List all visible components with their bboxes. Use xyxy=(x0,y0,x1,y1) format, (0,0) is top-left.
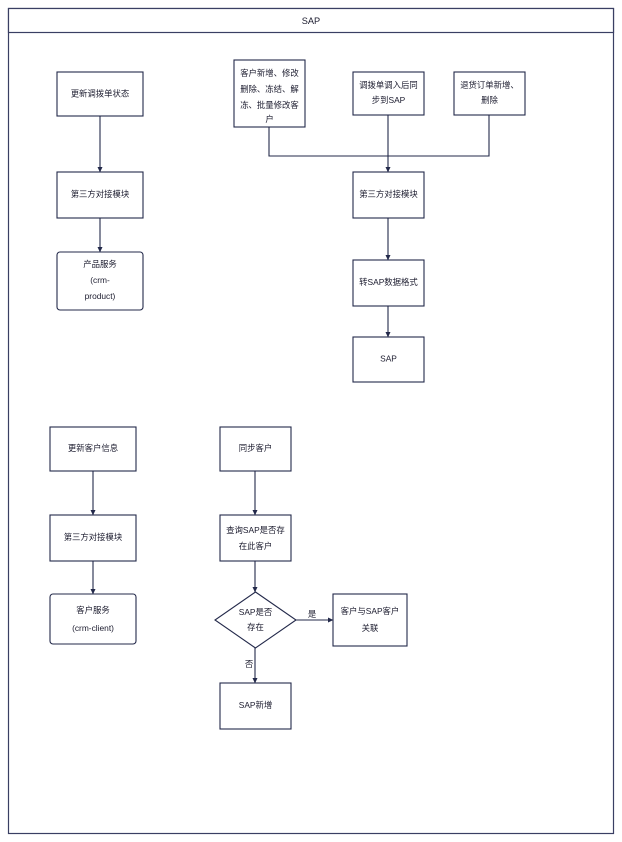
node-label-customer-ops-line3: 冻、批量修改客 xyxy=(240,100,299,110)
node-label-convert-sap-format: 转SAP数据格式 xyxy=(359,277,418,287)
node-sap-create[interactable]: SAP新增 xyxy=(219,682,292,730)
node-label-product-service-line2: (crm- xyxy=(90,275,110,285)
node-label-return-order-line1: 退货订单新增、 xyxy=(460,80,519,90)
node-label-customer-ops-line2: 删除、冻结、解 xyxy=(240,84,299,94)
node-label-sap-system: SAP xyxy=(380,354,397,364)
node-label-sap-create: SAP新增 xyxy=(239,700,273,710)
node-decision-sap-exists[interactable]: SAP是否 存在 xyxy=(214,591,297,649)
node-label-decision-line2: 存在 xyxy=(247,622,264,632)
node-label-return-order-line2: 删除 xyxy=(481,95,498,105)
node-label-customer-ops-line4: 户 xyxy=(265,114,273,124)
node-label-transfer-sync-line1: 调拨单调入后同 xyxy=(359,80,418,90)
node-label-product-service-line3: product) xyxy=(85,291,116,301)
pool-header xyxy=(7,7,615,34)
node-label-third-party-module-a: 第三方对接模块 xyxy=(71,189,130,199)
node-label-query-sap-line2: 在此客户 xyxy=(239,541,273,551)
node-link-customer-sap[interactable]: 客户与SAP客户 关联 xyxy=(332,593,408,647)
edge-return-order-to-bus xyxy=(388,115,490,157)
edge-label-yes: 是 xyxy=(308,609,317,619)
node-update-customer-info[interactable]: 更新客户信息 xyxy=(49,426,137,472)
node-label-transfer-sync-line2: 步到SAP xyxy=(372,95,406,105)
node-label-third-party-module-b: 第三方对接模块 xyxy=(359,189,418,199)
node-label-third-party-module-c: 第三方对接模块 xyxy=(64,532,123,542)
node-label-link-customer-line2: 关联 xyxy=(362,623,379,633)
node-label-sync-customer: 同步客户 xyxy=(239,443,273,453)
node-third-party-module-c[interactable]: 第三方对接模块 xyxy=(49,514,137,562)
node-label-update-customer-info: 更新客户信息 xyxy=(68,443,118,453)
node-label-link-customer-line1: 客户与SAP客户 xyxy=(341,606,400,616)
node-label-customer-ops-line1: 客户新增、修改 xyxy=(240,68,299,78)
node-third-party-module-a[interactable]: 第三方对接模块 xyxy=(56,171,144,219)
node-label-client-service-line1: 客户服务 xyxy=(76,605,110,615)
edge-customer-ops-to-bus xyxy=(268,127,388,157)
node-convert-sap-format[interactable]: 转SAP数据格式 xyxy=(352,259,425,307)
edge-labels-group: 是 否 xyxy=(245,609,317,669)
pool-title-label: SAP xyxy=(302,16,320,26)
node-transfer-sync[interactable]: 调拨单调入后同 步到SAP xyxy=(352,71,425,116)
node-third-party-module-b[interactable]: 第三方对接模块 xyxy=(352,171,425,219)
edges-group xyxy=(90,115,490,684)
node-label-update-transfer-status: 更新调拨单状态 xyxy=(71,89,130,99)
sap-pool: SAP xyxy=(7,7,615,835)
node-sap-system[interactable]: SAP xyxy=(352,336,425,383)
node-label-decision-line1: SAP是否 xyxy=(239,607,273,617)
node-client-service[interactable]: 客户服务 (crm-client) xyxy=(49,593,137,645)
node-return-order-ops[interactable]: 退货订单新增、 删除 xyxy=(453,71,526,116)
node-label-query-sap-line1: 查询SAP是否存 xyxy=(226,525,285,535)
edge-label-no: 否 xyxy=(245,659,254,669)
node-sync-customer[interactable]: 同步客户 xyxy=(219,426,292,472)
pool-body xyxy=(7,7,615,835)
node-label-client-service-line2: (crm-client) xyxy=(72,623,114,633)
node-update-transfer-status[interactable]: 更新调拨单状态 xyxy=(56,71,144,117)
node-query-sap-customer[interactable]: 查询SAP是否存 在此客户 xyxy=(219,514,292,562)
node-label-product-service-line1: 产品服务 xyxy=(83,259,117,269)
node-product-service[interactable]: 产品服务 (crm- product) xyxy=(56,251,144,311)
node-customer-ops[interactable]: 客户新增、修改 删除、冻结、解 冻、批量修改客 户 xyxy=(233,59,306,128)
